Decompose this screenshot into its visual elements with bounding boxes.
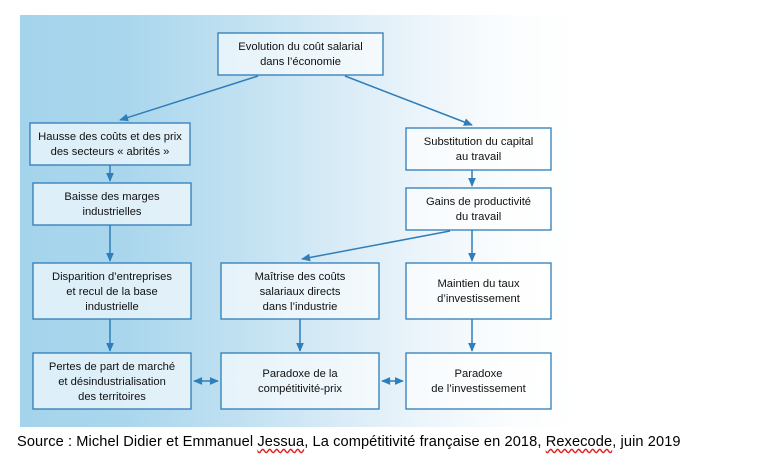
node-substitution-capital-travail[interactable]: Substitution du capital au travail xyxy=(405,127,552,171)
node-box xyxy=(29,122,191,166)
node-label-line: de l’investissement xyxy=(431,383,526,395)
node-label-line: compétitivité-prix xyxy=(258,383,342,395)
caption-suffix: , juin 2019 xyxy=(612,434,681,450)
node-disparition-entreprises[interactable]: Disparition d’entreprises et recul de la… xyxy=(32,262,192,320)
node-label-line: des secteurs « abrités » xyxy=(51,146,170,158)
caption-prefix: Source : Michel Didier et Emmanuel xyxy=(17,434,258,450)
node-paradoxe-investissement[interactable]: Paradoxe de l’investissement xyxy=(405,352,552,410)
node-box xyxy=(220,352,380,410)
diagram-canvas: Evolution du coût salarial dans l’économ… xyxy=(29,32,552,410)
node-label-line: dans l’économie xyxy=(260,56,341,68)
node-box xyxy=(405,262,552,320)
node-label-line: Substitution du capital xyxy=(424,136,533,148)
node-label-line: salariaux directs xyxy=(260,286,341,298)
node-maitrise-couts-salariaux[interactable]: Maîtrise des coûts salariaux directs dan… xyxy=(220,262,380,320)
node-label-line: et recul de la base xyxy=(66,286,157,298)
node-box xyxy=(32,182,192,226)
caption-middle: , La compétitivité française en 2018, xyxy=(304,434,546,450)
node-box xyxy=(405,127,552,171)
connector-layer xyxy=(106,75,476,385)
node-box xyxy=(220,262,380,320)
caption-publisher-misspelled: Rexecode xyxy=(545,434,613,450)
arrow-gains-to-maitrise xyxy=(301,230,451,262)
arrow-title-to-substitution xyxy=(344,75,473,126)
node-gains-productivite-travail[interactable]: Gains de productivité du travail xyxy=(405,187,552,231)
node-label-line: du travail xyxy=(456,211,501,223)
node-label-line: Maintien du taux xyxy=(437,278,519,290)
node-label-line: d’investissement xyxy=(437,293,521,305)
node-label-line: Disparition d’entreprises xyxy=(52,271,172,283)
node-pertes-part-marche[interactable]: Pertes de part de marché et désindustria… xyxy=(32,352,192,410)
node-label-line: Gains de productivité xyxy=(426,196,531,208)
caption-author-misspelled: Jessua xyxy=(257,434,305,450)
node-label-line: industrielle xyxy=(85,301,138,313)
node-baisse-marges-industrielles[interactable]: Baisse des marges industrielles xyxy=(32,182,192,226)
diagram-panel: Evolution du coût salarial dans l’économ… xyxy=(20,15,580,427)
node-box xyxy=(32,262,192,320)
node-box xyxy=(405,187,552,231)
node-paradoxe-competitivite-prix[interactable]: Paradoxe de la compétitivité-prix xyxy=(220,352,380,410)
node-box xyxy=(405,352,552,410)
node-evolution-cout-salarial[interactable]: Evolution du coût salarial dans l’économ… xyxy=(217,32,384,76)
node-label-line: Paradoxe xyxy=(455,368,503,380)
node-maintien-taux-investissement[interactable]: Maintien du taux d’investissement xyxy=(405,262,552,320)
source-caption: Source : Michel Didier et Emmanuel Jessu… xyxy=(17,434,681,450)
node-box xyxy=(217,32,384,76)
node-label-line: et désindustrialisation xyxy=(58,376,166,388)
node-label-line: des territoires xyxy=(78,391,146,403)
node-label-line: au travail xyxy=(456,151,501,163)
node-label-line: Baisse des marges xyxy=(64,191,160,203)
node-label-line: industrielles xyxy=(82,206,141,218)
node-label-line: Evolution du coût salarial xyxy=(238,41,362,53)
node-label-line: Maîtrise des coûts xyxy=(255,271,346,283)
node-label-line: Paradoxe de la xyxy=(262,368,338,380)
node-hausse-couts-prix[interactable]: Hausse des coûts et des prix des secteur… xyxy=(29,122,191,166)
node-label-line: Pertes de part de marché xyxy=(49,361,175,373)
node-label-line: Hausse des coûts et des prix xyxy=(38,131,182,143)
node-box xyxy=(32,352,192,410)
node-label-line: dans l’industrie xyxy=(263,301,338,313)
arrow-title-to-hausse xyxy=(119,75,259,122)
